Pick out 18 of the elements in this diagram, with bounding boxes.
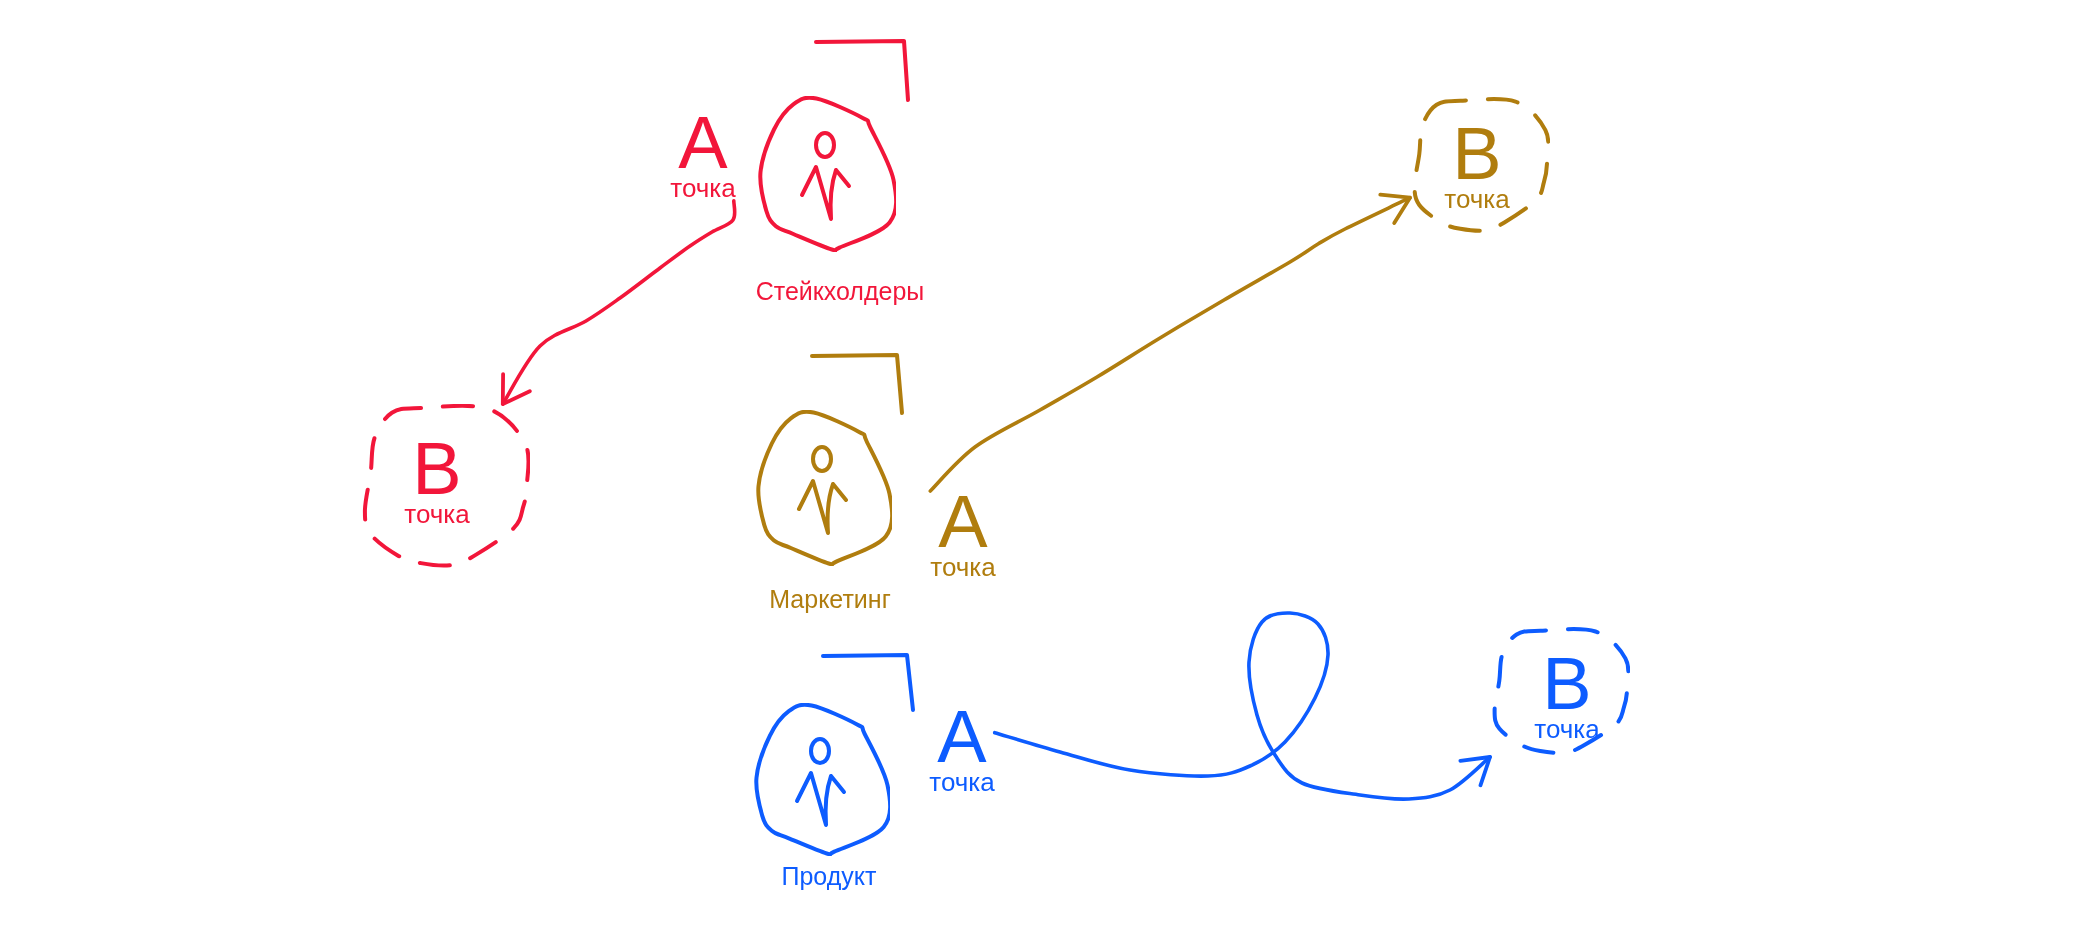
point-caption: точка bbox=[930, 553, 996, 580]
point-caption: точка bbox=[1444, 185, 1510, 212]
node-label: Стейкхолдеры bbox=[755, 277, 925, 305]
point-caption: точка bbox=[1534, 715, 1600, 742]
point-letter: A bbox=[678, 112, 728, 175]
point-letter: A bbox=[937, 706, 987, 769]
point-letter: A bbox=[938, 491, 988, 554]
arrow bbox=[928, 192, 1412, 493]
arrow bbox=[500, 199, 737, 406]
point-caption: точка bbox=[404, 500, 470, 527]
point-caption: точка bbox=[929, 768, 995, 795]
node-label: Маркетинг bbox=[769, 585, 891, 613]
point-caption: точка bbox=[670, 174, 736, 201]
point-letter: B bbox=[1542, 653, 1592, 716]
point-letter: B bbox=[412, 438, 462, 501]
node-label: Продукт bbox=[781, 862, 877, 890]
point-letter: B bbox=[1452, 123, 1502, 186]
arrow bbox=[992, 611, 1492, 801]
